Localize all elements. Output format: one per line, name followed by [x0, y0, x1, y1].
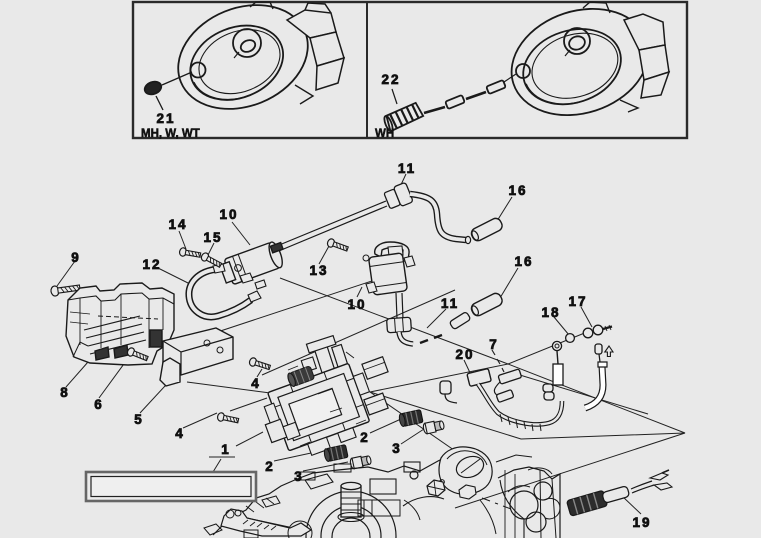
svg-text:20: 20 — [455, 347, 474, 362]
svg-text:11: 11 — [441, 296, 459, 311]
svg-text:16: 16 — [508, 183, 527, 198]
svg-text:10: 10 — [347, 297, 366, 312]
svg-text:14: 14 — [168, 217, 187, 232]
svg-text:16: 16 — [514, 254, 533, 269]
svg-text:4: 4 — [251, 376, 261, 391]
svg-text:7: 7 — [489, 337, 499, 352]
svg-text:11: 11 — [398, 161, 416, 176]
svg-text:8: 8 — [60, 385, 70, 400]
svg-text:18: 18 — [541, 305, 560, 320]
svg-text:10: 10 — [219, 207, 238, 222]
svg-text:17: 17 — [568, 294, 587, 309]
svg-text:3: 3 — [392, 441, 402, 456]
svg-text:2: 2 — [360, 430, 370, 445]
svg-text:19: 19 — [632, 515, 651, 530]
svg-text:2: 2 — [265, 459, 275, 474]
svg-text:13: 13 — [309, 263, 328, 278]
svg-text:1: 1 — [221, 442, 231, 457]
svg-text:WH: WH — [375, 128, 394, 140]
svg-text:6: 6 — [94, 397, 104, 412]
svg-text:12: 12 — [142, 257, 161, 272]
svg-text:3: 3 — [294, 469, 304, 484]
svg-text:9: 9 — [71, 250, 81, 265]
svg-text:21: 21 — [156, 111, 175, 126]
svg-text:MH, W, WT: MH, W, WT — [141, 128, 200, 140]
svg-text:5: 5 — [134, 412, 144, 427]
svg-text:4: 4 — [175, 426, 185, 441]
svg-text:15: 15 — [203, 230, 222, 245]
svg-text:22: 22 — [381, 72, 400, 87]
